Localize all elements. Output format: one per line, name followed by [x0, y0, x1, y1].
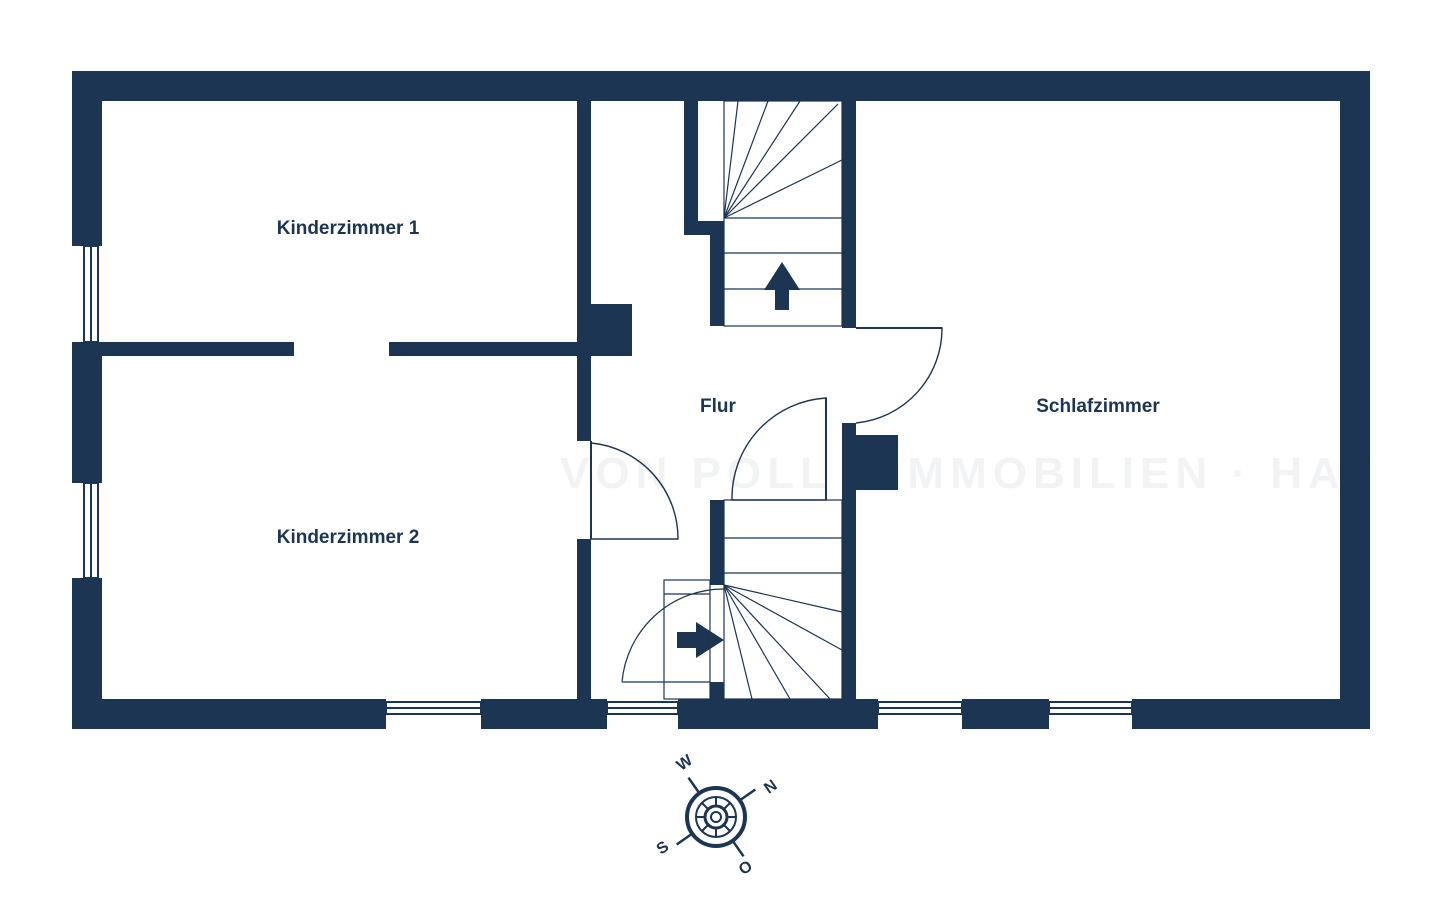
compass-north: N [761, 777, 780, 798]
compass-west: W [674, 751, 697, 774]
interior-walls [102, 101, 898, 699]
compass-east: O [736, 858, 756, 879]
doors [590, 327, 943, 540]
compass-rose-icon [675, 776, 757, 858]
outer-walls [72, 71, 1370, 729]
compass-south: S [654, 838, 673, 858]
arrow-up-icon [764, 262, 800, 310]
upper-staircase [723, 100, 843, 327]
room-label-kinderzimmer-2: Kinderzimmer 2 [277, 527, 420, 548]
lower-staircase [621, 499, 843, 700]
watermark-text: VON POLL · IMMOBILIEN · HAY [560, 449, 1377, 498]
room-label-kinderzimmer-1: Kinderzimmer 1 [277, 218, 420, 239]
arrow-right-icon [677, 622, 724, 658]
room-label-schlafzimmer: Schlafzimmer [1036, 396, 1160, 417]
room-label-flur: Flur [700, 396, 736, 417]
windows [83, 245, 1133, 715]
